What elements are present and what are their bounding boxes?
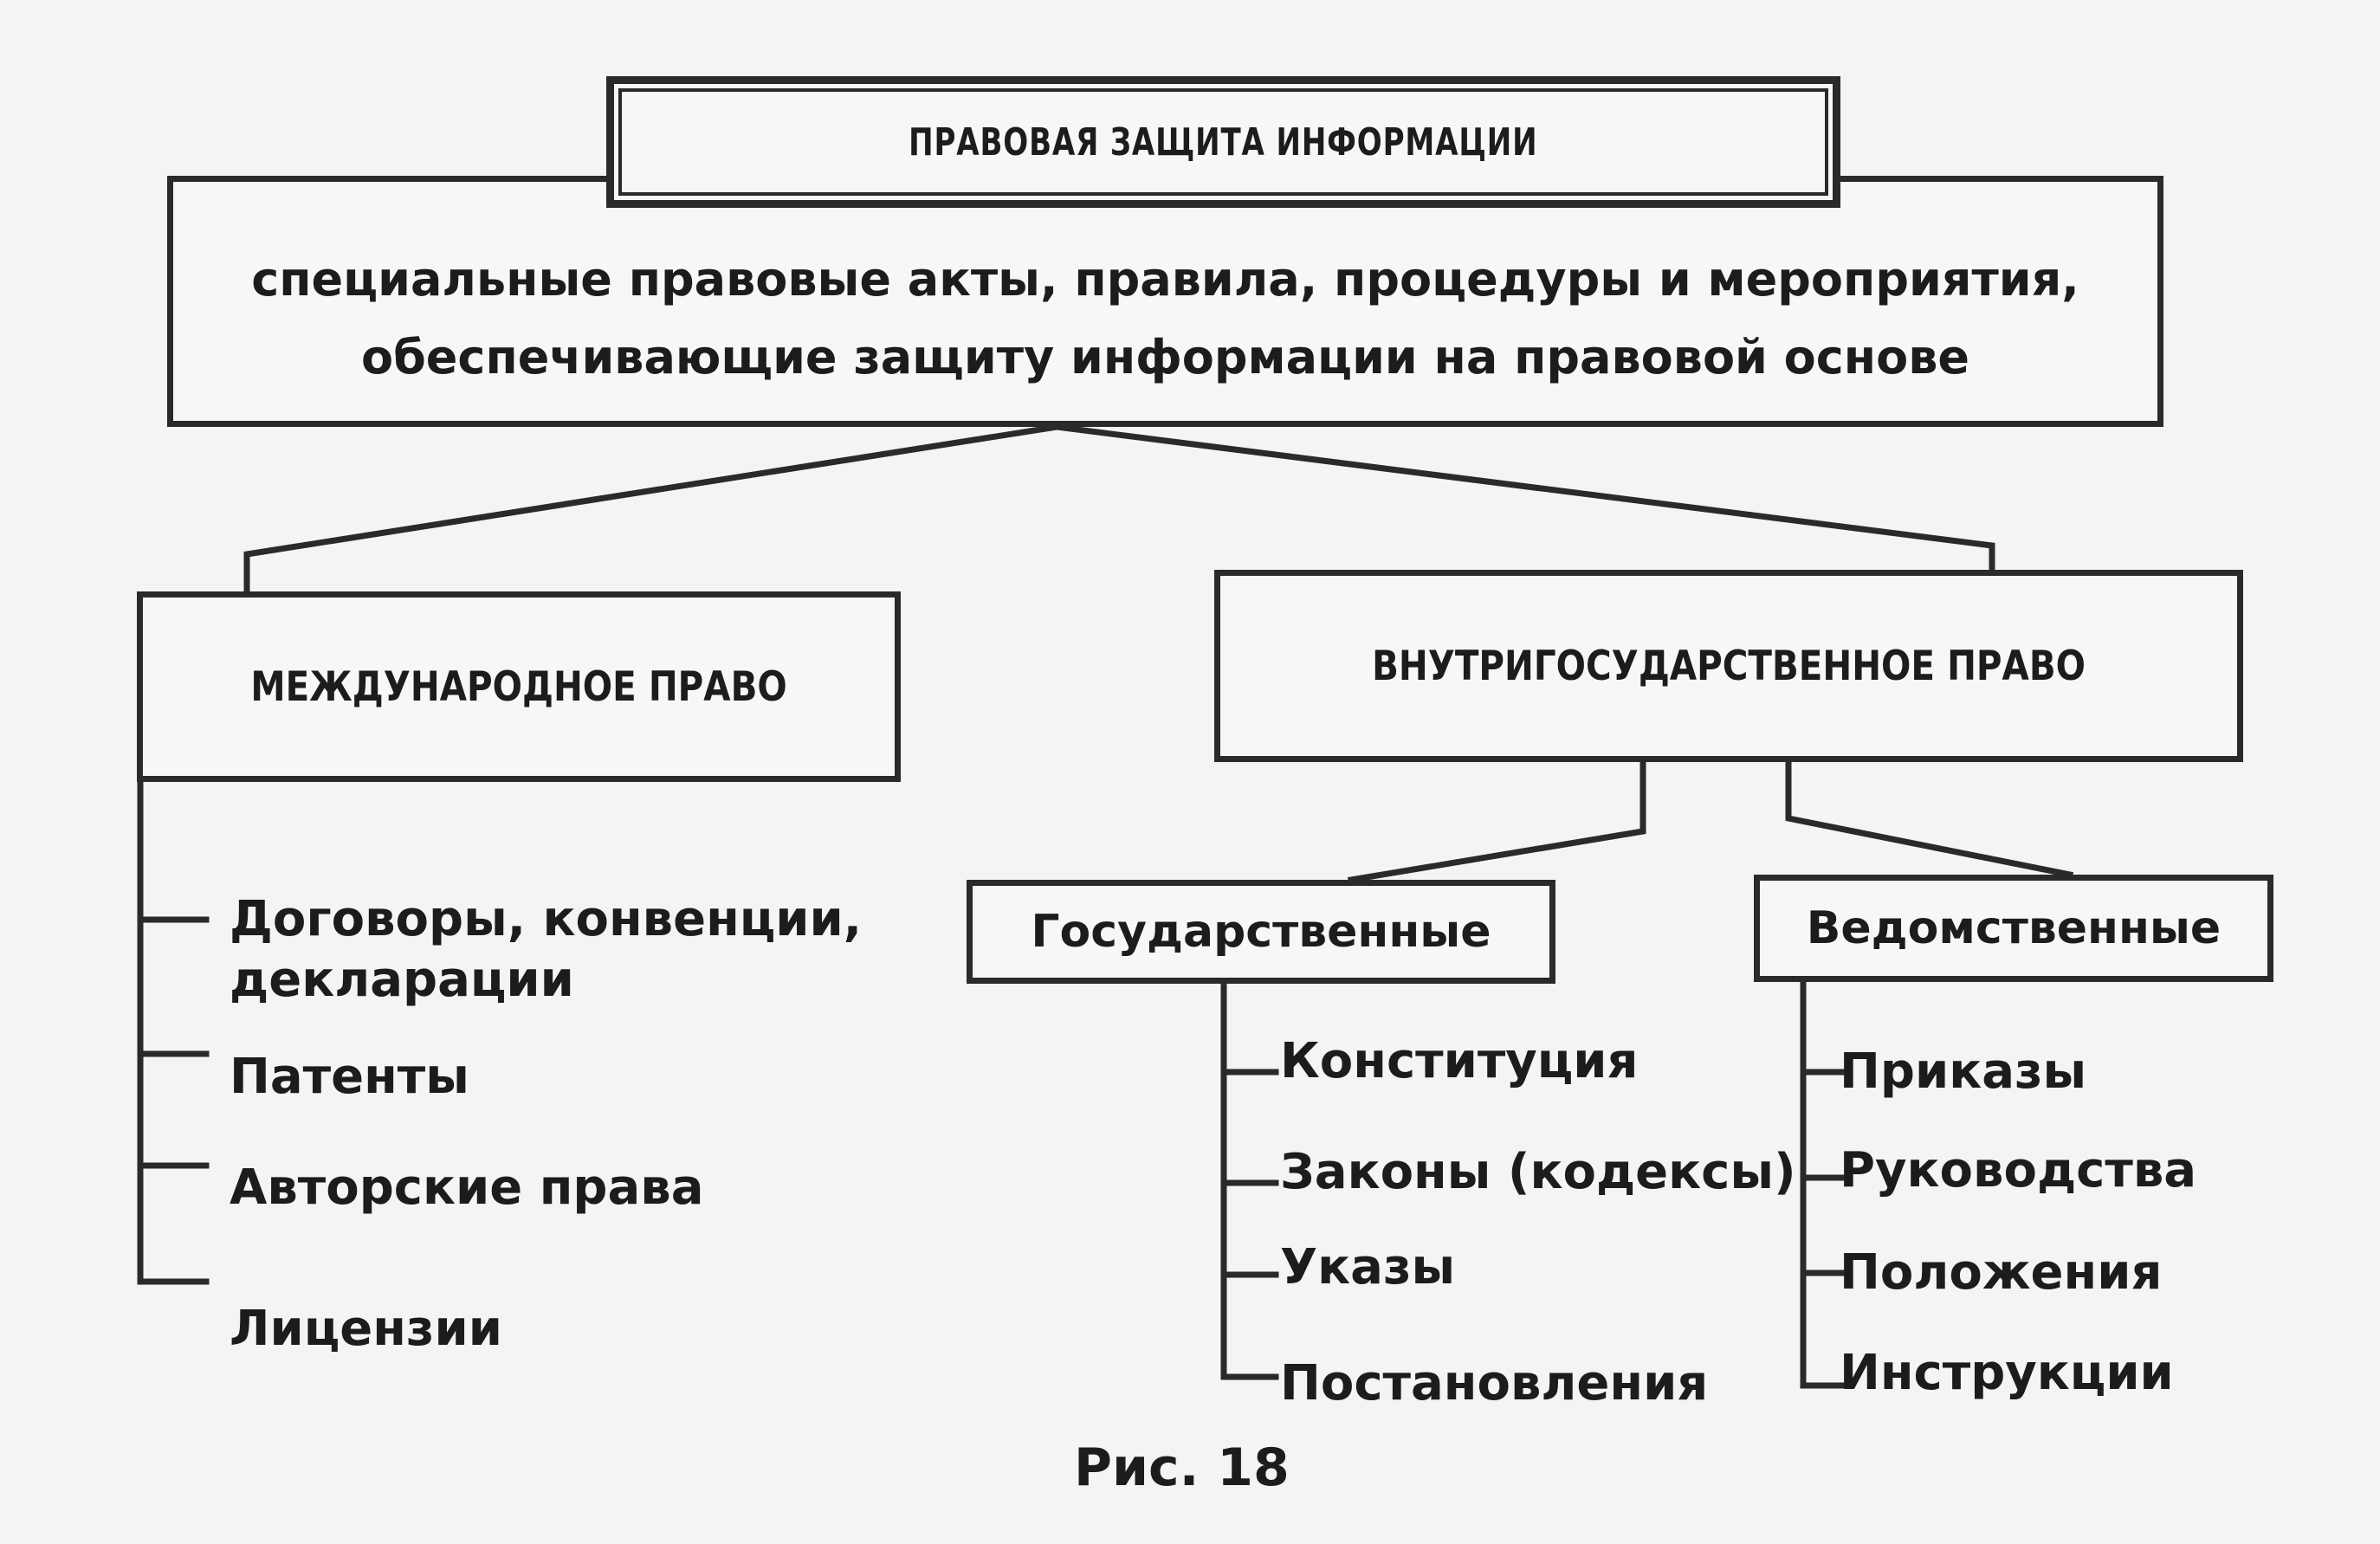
connector-to-state [1347,759,1646,884]
departmental-label: Ведомственные [1806,902,2222,954]
description-box: специальные правовые акты, правила, проц… [167,176,2163,427]
state-label: Государственные [1031,906,1491,958]
title-box: ПРАВОВАЯ ЗАЩИТА ИНФОРМАЦИИ [606,76,1840,208]
departmental-item: Приказы [1840,1043,2087,1100]
connector-to-international [243,423,1061,595]
state-item: Постановления [1280,1355,1709,1412]
international-item: Патенты [230,1049,469,1105]
connector-to-domestic [1053,423,1995,573]
state-box: Государственные [967,880,1555,984]
description-line-1: специальные правовые акты, правила, проц… [251,252,2079,307]
departmental-item: Положения [1840,1244,2163,1301]
state-item: Указы [1280,1239,1456,1295]
domestic-law-label: ВНУТРИГОСУДАРСТВЕННОЕ ПРАВО [1372,642,2086,690]
state-item: Законы (кодексы) [1280,1144,1796,1200]
international-law-label: МЕЖДУНАРОДНОЕ ПРАВО [250,662,787,711]
connector-to-departmental [1785,759,2074,879]
description-line-2: обеспечивающие защиту информации на прав… [361,330,1969,384]
state-item: Конституция [1280,1033,1639,1089]
departmental-item: Инструкции [1840,1345,2174,1401]
international-item: Авторские права [230,1160,704,1216]
international-item: Лицензии [230,1301,502,1357]
domestic-law-box: ВНУТРИГОСУДАРСТВЕННОЕ ПРАВО [1214,570,2243,762]
diagram-title: ПРАВОВАЯ ЗАЩИТА ИНФОРМАЦИИ [909,120,1538,165]
international-item: декларации [230,952,574,1008]
figure-caption: Рис. 18 [1074,1437,1290,1498]
international-law-box: МЕЖДУНАРОДНОЕ ПРАВО [137,591,901,782]
departmental-item: Руководства [1840,1142,2197,1198]
international-item: Договоры, конвенции, [230,891,863,947]
departmental-box: Ведомственные [1754,875,2273,982]
